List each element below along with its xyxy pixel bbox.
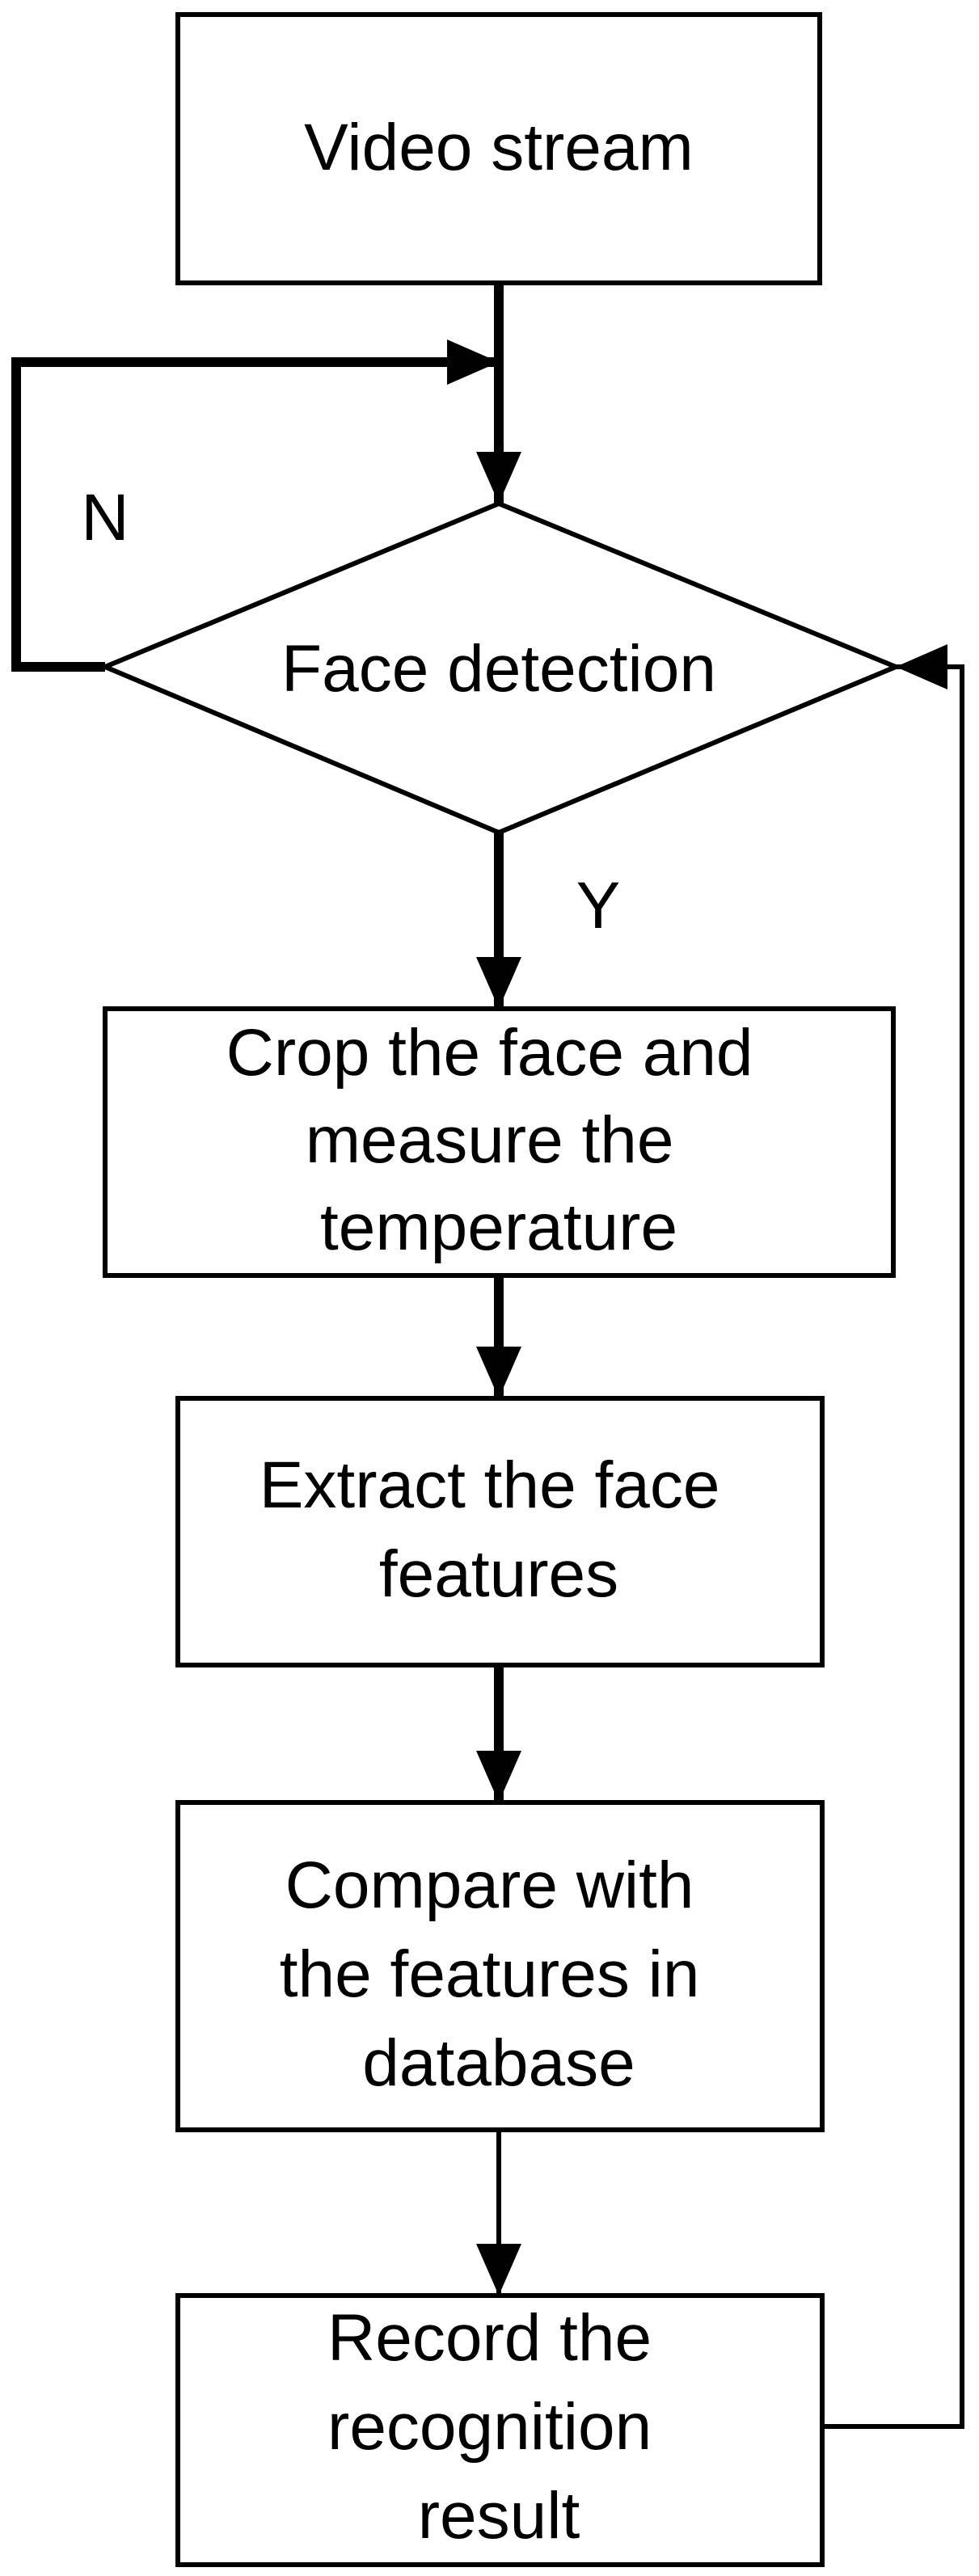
extract-features-label-line-1: Extract the face — [260, 1448, 720, 1522]
crop-measure-label: Crop the face and measure the temperatur… — [226, 1016, 772, 1264]
compare-database-label-line-3: database — [362, 2026, 635, 2100]
record-result-label-line-3: result — [418, 2479, 580, 2553]
face-detection-label: Face detection — [281, 632, 716, 706]
arrow-no-loop — [11, 339, 499, 672]
video-stream-label-line: Video stream — [304, 111, 694, 184]
record-result-label: Record the recognition result — [327, 2301, 670, 2553]
arrow-record-feedback-loop — [822, 644, 964, 2429]
crop-measure-label-line-3: temperature — [320, 1191, 677, 1264]
extract-features-label-line-2: features — [379, 1537, 618, 1611]
compare-database-label: Compare with the features in database — [280, 1849, 718, 2100]
crop-measure-label-line-2: measure the — [306, 1103, 674, 1177]
record-result-label-line-2: recognition — [327, 2390, 652, 2464]
record-result-label-line-1: Record the — [327, 2301, 652, 2375]
extract-features-box — [175, 1396, 825, 1667]
edge-label-yes: Y — [576, 869, 621, 942]
compare-database-label-line-2: the features in — [280, 1937, 700, 2011]
edge-label-no: N — [81, 481, 129, 554]
face-detection-label-line: Face detection — [281, 632, 716, 706]
compare-database-label-line-1: Compare with — [285, 1849, 694, 1922]
crop-measure-label-line-1: Crop the face and — [226, 1016, 753, 1090]
extract-features-label: Extract the face features — [260, 1448, 739, 1611]
video-stream-label: Video stream — [304, 111, 694, 184]
